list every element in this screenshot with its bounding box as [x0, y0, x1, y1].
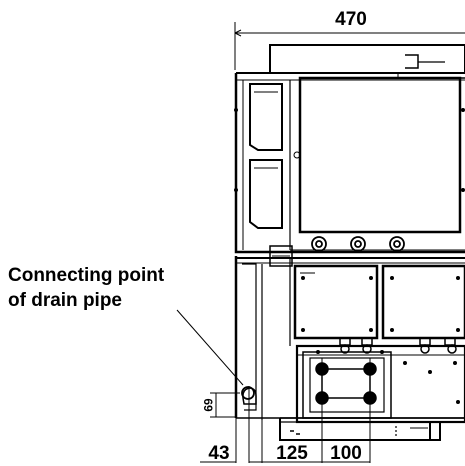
dim-470-label: 470 [335, 9, 367, 30]
callout-line-2: of drain pipe [8, 290, 122, 311]
dimension-69: 69 [201, 392, 240, 418]
lower-cabinet [234, 245, 465, 441]
dimension-470: 470 [234, 9, 465, 70]
dim-100-label: 100 [330, 443, 362, 464]
dim-43-label: 43 [208, 443, 229, 464]
callout-leader-line [176, 309, 244, 386]
dim-125-label: 125 [276, 443, 308, 464]
upper-cabinet [234, 44, 465, 254]
dim-69-label: 69 [201, 398, 215, 412]
drain-pipe-connection [241, 386, 257, 405]
callout-line-1: Connecting point [8, 265, 165, 286]
bottom-dimensions [200, 400, 371, 463]
